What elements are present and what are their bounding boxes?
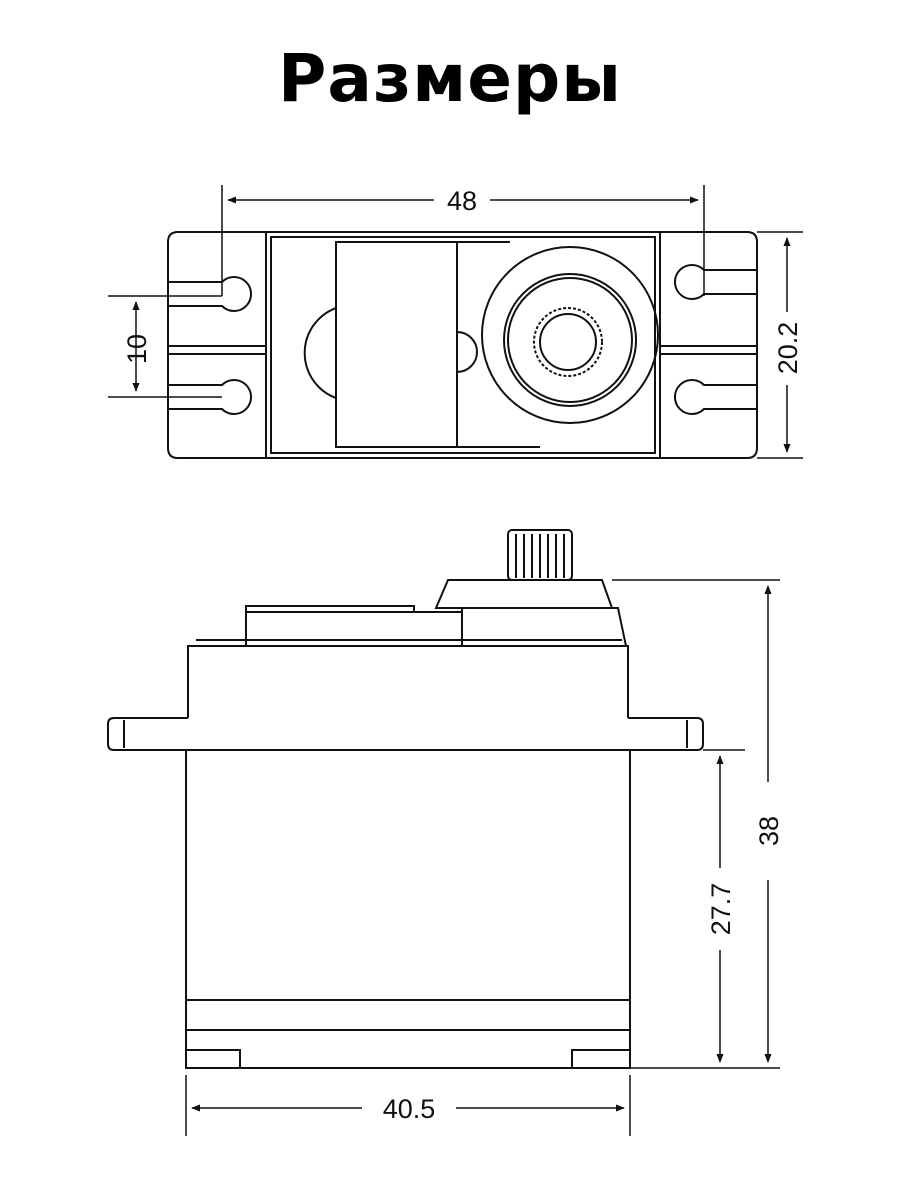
left-lower-slot [168, 379, 253, 415]
left-upper-slot [168, 276, 253, 312]
page-title: Размеры [278, 40, 622, 117]
right-foot [571, 1049, 630, 1068]
dim-label-20-2: 20.2 [773, 322, 803, 375]
dim-label-38: 38 [754, 816, 784, 846]
top-case [187, 645, 629, 718]
top-body [265, 231, 661, 459]
right-flange [659, 231, 758, 459]
side-view [107, 529, 704, 1069]
right-lower-slot [673, 379, 757, 415]
gear-cover [335, 241, 458, 448]
upper-housing [245, 605, 627, 647]
lower-body [185, 749, 631, 1069]
top-view [167, 231, 758, 459]
left-foot [186, 1049, 241, 1068]
left-flange [167, 231, 267, 459]
mounting-tab [107, 717, 704, 751]
side-dimensions [185, 579, 780, 1136]
output-cap [434, 579, 614, 609]
right-upper-slot [673, 264, 757, 300]
output-housing [481, 246, 659, 424]
dim-label-27-7: 27.7 [706, 883, 736, 936]
dim-label-48: 48 [447, 186, 477, 216]
dim-label-10: 10 [122, 334, 152, 364]
top-dimensions [108, 185, 803, 459]
dim-label-40-5: 40.5 [383, 1094, 436, 1124]
